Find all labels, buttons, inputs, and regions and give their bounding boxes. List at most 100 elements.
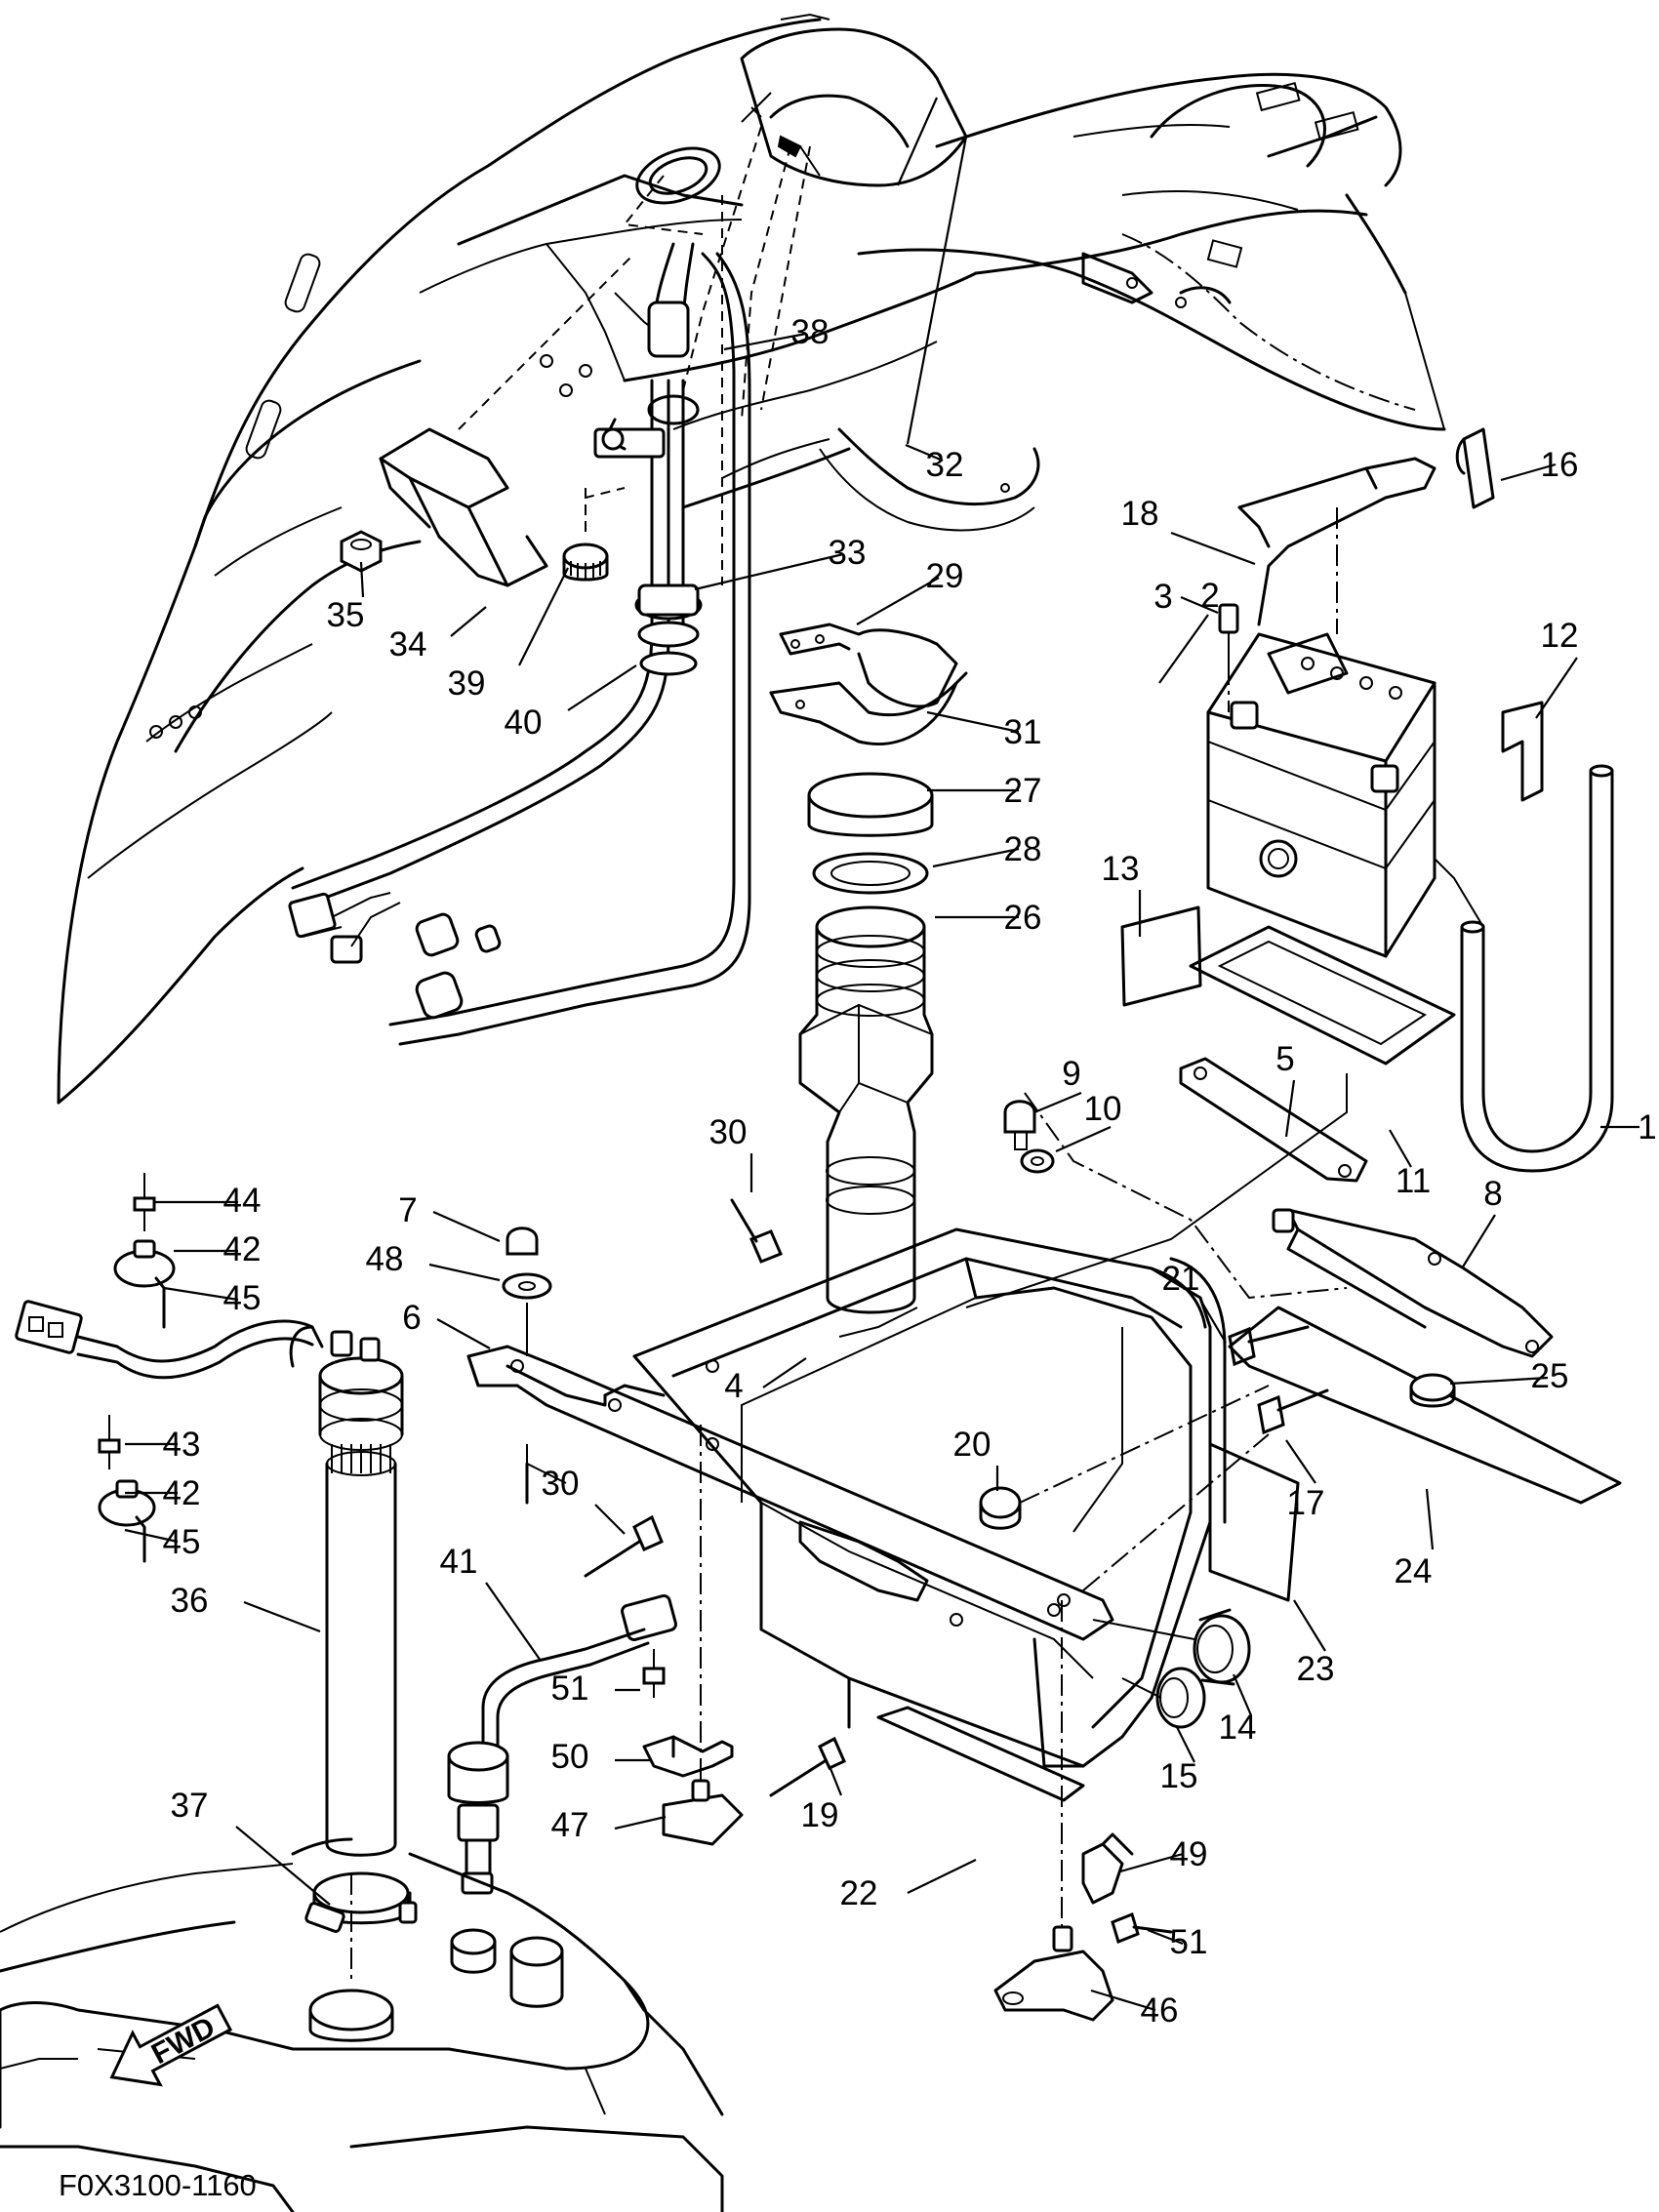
callout-leader	[905, 443, 944, 463]
callout-number: 24	[1395, 1552, 1433, 1590]
callout-number: 16	[1541, 446, 1579, 484]
callout-c25: 25	[1449, 1357, 1569, 1395]
callout-c2: 2	[1158, 577, 1220, 684]
callout-number: 30	[709, 1113, 748, 1151]
callout-c48: 48	[366, 1240, 501, 1282]
callout-c29: 29	[856, 557, 963, 625]
callout-number: 38	[791, 313, 830, 351]
fuel-sender-36	[15, 1300, 404, 1857]
guide-line-39	[585, 487, 626, 532]
clip-42-lower	[98, 1479, 156, 1527]
breather-hose-1	[1460, 764, 1614, 1173]
callout-number: 1	[1638, 1108, 1656, 1146]
callout-number: 40	[505, 704, 543, 742]
grommet-25	[1409, 1373, 1456, 1408]
callout-leader	[694, 552, 844, 591]
callout-number: 31	[1004, 713, 1042, 751]
rivet-19	[769, 1736, 846, 1797]
callout-c19: 19	[801, 1765, 843, 1834]
rivet-21	[1228, 1325, 1310, 1367]
sensor-41	[447, 1593, 677, 1895]
callout-number: 43	[163, 1426, 201, 1464]
callout-c49: 49	[1119, 1835, 1208, 1873]
callout-number: 5	[1275, 1040, 1294, 1078]
callout-c20: 20	[953, 1426, 999, 1491]
callout-number: 41	[440, 1543, 478, 1581]
callout-leader	[432, 1210, 501, 1243]
callout-c47: 47	[551, 1806, 667, 1844]
callout-c40: 40	[505, 664, 637, 742]
bolt-3	[1218, 603, 1239, 664]
sender-harness-assembly	[288, 146, 751, 1046]
callout-leader	[1285, 1439, 1316, 1484]
callout-leader	[1232, 1673, 1253, 1716]
band-clamp-31	[769, 671, 968, 745]
fwd-label: FWD	[146, 2011, 221, 2071]
callout-c18: 18	[1121, 495, 1256, 566]
bracket-46	[993, 1925, 1114, 2022]
callout-c42b: 42	[125, 1474, 200, 1512]
callout-number: 14	[1219, 1709, 1257, 1747]
hose-clamp-37	[304, 1871, 410, 1933]
rivet-30-lower	[584, 1514, 664, 1578]
callout-c3: 3	[1153, 578, 1219, 616]
clip-16	[1455, 427, 1495, 509]
callout-number: 25	[1531, 1357, 1569, 1395]
callout-leader	[359, 561, 365, 598]
callout-leader	[762, 1357, 807, 1388]
fwd-direction-marker: FWD	[109, 2003, 233, 2087]
callout-c4: 4	[724, 1357, 807, 1405]
battery-cover-13	[1120, 905, 1202, 1007]
tie-45-lower	[135, 1515, 146, 1563]
callout-c38: 38	[723, 313, 830, 351]
pad-24	[1228, 1306, 1622, 1505]
callout-number: 46	[1141, 1991, 1179, 2030]
callout-leader	[1389, 1129, 1412, 1168]
callout-number: 3	[1153, 578, 1172, 616]
callout-number: 44	[223, 1182, 262, 1220]
callout-leader	[828, 1765, 843, 1796]
rivet-17	[1257, 1388, 1329, 1435]
callout-c30b: 30	[542, 1465, 626, 1535]
callout-leader	[932, 847, 1020, 868]
rivet-43	[98, 1415, 121, 1469]
callout-leader	[436, 1318, 491, 1349]
callout-leader	[1461, 1214, 1496, 1269]
clip-50	[642, 1735, 734, 1778]
callout-c23: 23	[1293, 1599, 1334, 1688]
callout-c32: 32	[905, 443, 964, 484]
callout-c7: 7	[398, 1191, 501, 1243]
callout-leader	[723, 332, 807, 351]
callout-c9: 9	[1033, 1055, 1082, 1114]
callout-number: 9	[1062, 1055, 1080, 1093]
grommet-14	[1193, 1608, 1251, 1686]
callout-leader	[1425, 1488, 1435, 1550]
pad-23	[1208, 1442, 1300, 1602]
guide-line-rivet-21	[1082, 1433, 1270, 1591]
callout-number: 49	[1170, 1835, 1208, 1873]
callout-number: 28	[1004, 830, 1042, 868]
callout-c36: 36	[171, 1582, 321, 1633]
callout-c44: 44	[154, 1182, 261, 1220]
callout-leader	[1284, 1079, 1296, 1138]
callout-leader	[1199, 1299, 1227, 1344]
callout-number: 13	[1102, 850, 1140, 888]
callout-number: 32	[926, 446, 964, 484]
rivet-51-lower	[1111, 1911, 1173, 1945]
callout-number: 45	[223, 1279, 262, 1317]
callout-leader	[485, 1582, 542, 1662]
callout-leader	[1535, 657, 1578, 719]
callout-c34: 34	[389, 606, 487, 664]
callout-leader	[1449, 1376, 1549, 1386]
rivet-44	[133, 1173, 156, 1231]
callout-number: 33	[829, 534, 867, 572]
callout-c12: 12	[1535, 617, 1578, 719]
callout-leader	[1293, 1599, 1326, 1652]
callout-number: 8	[1483, 1175, 1502, 1213]
callout-c16: 16	[1500, 446, 1579, 484]
callout-c31: 31	[926, 710, 1042, 751]
callout-number: 21	[1162, 1260, 1200, 1298]
callout-number: 20	[953, 1426, 991, 1464]
callout-leader	[1176, 1726, 1195, 1763]
